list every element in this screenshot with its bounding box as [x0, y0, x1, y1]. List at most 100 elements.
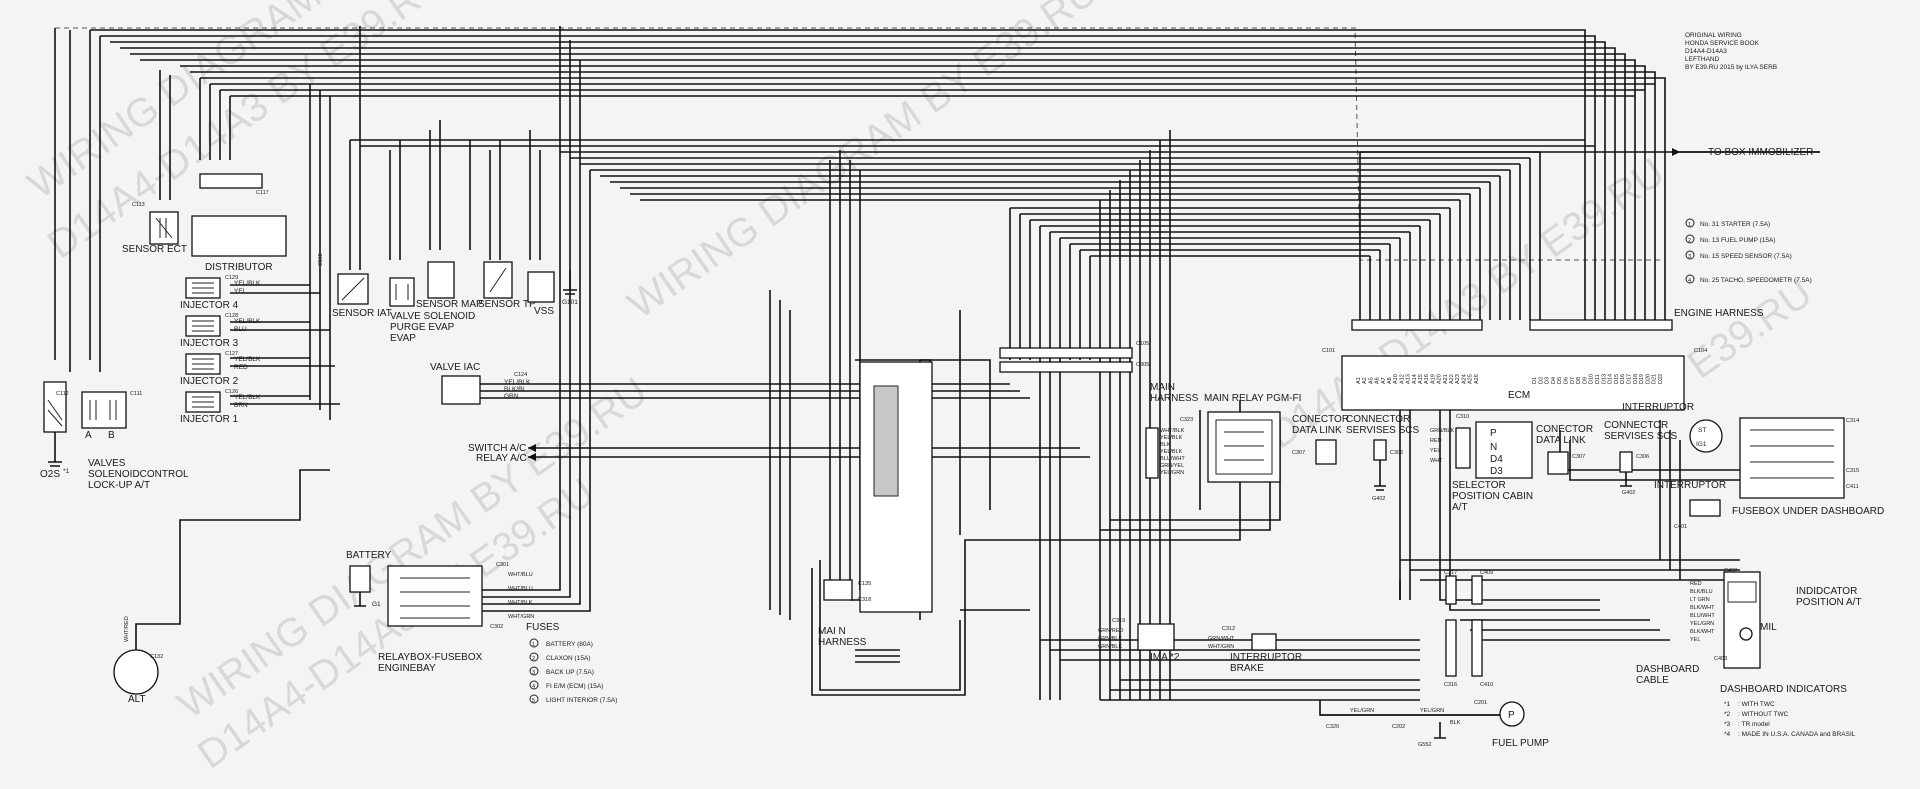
- battery: BATTERY G1: [346, 550, 392, 608]
- wire-color: BLK: [1160, 442, 1171, 448]
- component-label: SENSOR TP: [478, 299, 536, 310]
- ecm-pin-label: A12: [1399, 374, 1405, 384]
- sensor-map: SENSOR MAP: [416, 261, 483, 310]
- wire-color: WHT: [1430, 458, 1443, 464]
- component-label: VSS: [534, 306, 554, 317]
- ecm-pin-label: D7: [1570, 377, 1576, 384]
- note-text: : WITH TWC: [1738, 701, 1775, 708]
- component-label: CONNECTOR: [1346, 414, 1410, 425]
- header-line: ORIGINAL WIRING: [1685, 32, 1742, 39]
- header-block: ORIGINAL WIRING HONDA SERVICE BOOK D14A4…: [1685, 32, 1777, 71]
- interruptor-brake: C312 INTERRUPTOR BRAKE GRN/WHT WHT/GRN: [1208, 626, 1302, 674]
- fuel-pump-label: FUEL PUMP: [1492, 738, 1549, 749]
- fuse-text: BACK UP (7.5A): [546, 669, 594, 676]
- ecm-pin-label: A22: [1449, 374, 1455, 384]
- selector-position: P N D4 D3 C310 GRN/BLK RED YEL WHT SELEC…: [1430, 414, 1533, 513]
- dash-fuse-circle: [1685, 274, 1695, 284]
- connector-label: C307: [1292, 450, 1305, 456]
- ecm-pin-label: D5: [1557, 377, 1563, 384]
- immobilizer-label: TO BOX IMMOBILIZER: [1708, 147, 1813, 158]
- connector-label: C202: [1392, 724, 1405, 730]
- connector-label: C305: [1136, 362, 1149, 368]
- wire-color: BLU/WHT: [1690, 613, 1715, 619]
- component-label: MAIN RELAY PGM-FI: [1204, 393, 1301, 404]
- harness-label: MAIN: [1150, 382, 1175, 393]
- connector-label: C113: [132, 202, 145, 208]
- fuse-text: FI E/M (ECM) (15A): [546, 683, 603, 690]
- wire-color: YEL: [1430, 448, 1440, 454]
- wire-color: GRN/BLK: [1098, 644, 1122, 650]
- dash-fuse-number: 2: [1688, 238, 1691, 244]
- wire-color: YEL/GRN: [1420, 708, 1444, 714]
- connector-label: C411: [1846, 484, 1859, 490]
- ecm-pin-label: A16: [1424, 374, 1430, 384]
- component-label: SERVISES SCS: [1604, 431, 1678, 442]
- header-line: LEFTHAND: [1685, 56, 1720, 63]
- connector-label: C402: [1724, 568, 1737, 574]
- connector-label: C312: [1222, 626, 1235, 632]
- dashboard-indicators: C402 C403 INDIDCATOR POSITION A/T MIL DA…: [1636, 568, 1862, 695]
- wire-bus-left: [54, 26, 581, 420]
- header-line: D14A4-D14A3: [1685, 48, 1727, 55]
- connector-label: C301: [496, 562, 509, 568]
- connector-label: C128: [225, 313, 238, 319]
- connector-label: C101: [1322, 348, 1335, 354]
- switch-ac-label: SWITCH A/C: [468, 443, 526, 454]
- wire-bus-top: [90, 29, 1820, 320]
- injector-3: C128 YEL/BLK BLU INJECTOR 3: [180, 313, 261, 349]
- ecm-pin-label: A23: [1455, 374, 1461, 384]
- ground-label: G101: [562, 299, 578, 306]
- wire-color: GRN: [504, 393, 519, 400]
- wire-color: YEL/GRN: [1350, 708, 1374, 714]
- component-label: POSITION CABIN: [1452, 491, 1533, 502]
- fuse-number: 2: [532, 656, 535, 662]
- ecm-pin-label: A13: [1406, 374, 1412, 384]
- valve-purge: VALVE SOLENOID PURGE EVAP EVAP: [389, 277, 475, 344]
- component-label: EVAP: [390, 333, 416, 344]
- component-label: SERVISES SCS: [1346, 425, 1420, 436]
- wire-color: WHT/GRN: [508, 614, 534, 620]
- ima-label: IMA *2: [1150, 652, 1180, 663]
- wire-color: YEL: [1690, 637, 1700, 643]
- note-mark: *1: [63, 468, 70, 475]
- connector-label: C306: [1636, 454, 1649, 460]
- ecm-pin-label: D1: [1532, 377, 1538, 384]
- component-label: SENSOR ECT: [122, 244, 187, 255]
- sensor-tp: SENSOR TP: [478, 261, 536, 310]
- selector-d4: D4: [1490, 454, 1503, 465]
- fuse-text: LIGHT INTERIOR (7.5A): [546, 697, 617, 704]
- component-label: VALVE IAC: [430, 362, 480, 373]
- ecm-pin-label: A19: [1430, 374, 1436, 384]
- wire-color: LT GRN: [1690, 597, 1710, 603]
- ecm-unit: C101 C104 ECM ENGINE HARNESS INTERRUPTOR…: [1322, 308, 1764, 413]
- component-label: INJECTOR 4: [180, 300, 239, 311]
- ecm-pin-label: A8: [1387, 377, 1393, 384]
- dash-fuse-text: No. 25 TACHO, SPEEDOMETR (7.5A): [1700, 277, 1812, 284]
- ecm-pin-label: D11: [1595, 374, 1601, 384]
- ecm-pin-label: D10: [1589, 374, 1595, 384]
- interruptor-label: INTERRUPTOR: [1622, 402, 1694, 413]
- ignition-switch: ST IG1: [1689, 419, 1723, 453]
- component-label: PURGE EVAP: [390, 322, 455, 333]
- note-text: : WITHOUT TWC: [1738, 711, 1789, 718]
- wire-color: YEL/GRN: [1160, 470, 1184, 476]
- wire-color: BLK/BL: [504, 386, 526, 393]
- connector-data-link-2: CONECTOR DATA LINK C307: [1536, 424, 1593, 475]
- wire-color: BLK/WHT: [1690, 605, 1715, 611]
- engine-harness-frame: [55, 27, 1660, 261]
- fusebox-dashboard: C314 C315 C411 FUSEBOX UNDER DASHBOARD: [1732, 417, 1884, 517]
- wire-color: YEL/BLK: [1160, 449, 1183, 455]
- header-line: BY E39.RU 2015 by ILYA SERB: [1685, 64, 1777, 71]
- relaybox-label: RELAYBOX-FUSEBOX: [378, 652, 483, 663]
- component-label: SENSOR IAT: [332, 308, 392, 319]
- wire-color: RED: [1430, 438, 1442, 444]
- note-mark: *2: [1724, 711, 1731, 718]
- connector-label: C319: [1112, 618, 1125, 624]
- component-label: DATA LINK: [1536, 435, 1586, 446]
- dash-fuse-text: No. 15 SPEED SENSOR (7.5A): [1700, 253, 1792, 260]
- connector-label: C112: [56, 391, 69, 397]
- connector-label: C104: [1694, 348, 1707, 354]
